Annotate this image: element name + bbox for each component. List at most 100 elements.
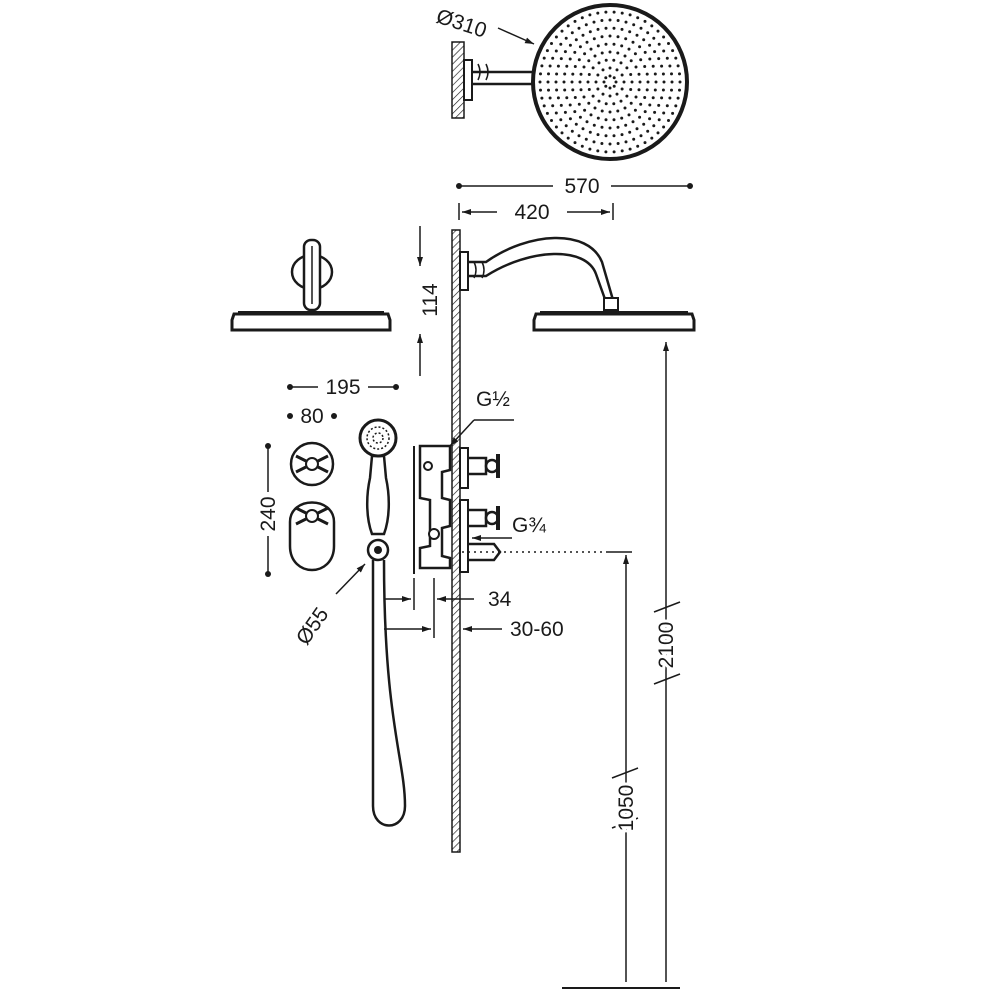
nozzle-dot [570, 129, 574, 133]
nozzle-dot [625, 66, 629, 70]
nozzle-dot [588, 147, 592, 151]
nozzle-dot [545, 111, 549, 115]
nozzle-dot [596, 149, 600, 153]
overall-height-label: 2100 [655, 622, 678, 669]
top-wall-hatch [451, 41, 465, 119]
nozzle-dot [559, 118, 563, 122]
nozzle-dot [604, 42, 608, 46]
nozzle-dot [563, 50, 567, 54]
nozzle-dot [597, 61, 601, 65]
nozzle-dot [584, 137, 588, 141]
spout-spacing-label: 195 [325, 376, 360, 399]
nozzle-dot [619, 61, 623, 65]
diverter-spout [468, 542, 502, 562]
nozzle-dot [555, 88, 559, 92]
nozzle-dot [646, 80, 650, 84]
top-wall-flange [463, 59, 473, 101]
nozzle-dot [619, 99, 623, 103]
nozzle-dot [632, 137, 636, 141]
wall-arm [459, 236, 619, 311]
nozzle-dot [573, 50, 577, 54]
nozzle-dot [628, 13, 632, 17]
arm-projection-label: 420 [514, 201, 549, 224]
nozzle-dot [540, 64, 544, 68]
nozzle-dot [638, 80, 642, 84]
nozzle-dot [554, 35, 558, 39]
nozzle-dot [615, 92, 619, 96]
nozzle-dot [620, 116, 624, 120]
nozzle-dot [625, 94, 629, 98]
nozzle-dot [639, 58, 643, 62]
nozzle-dot [623, 54, 627, 58]
nozzle-dot [542, 56, 546, 60]
nozzle-dot [573, 19, 577, 23]
nozzle-dot [612, 76, 616, 80]
nozzle-dot [596, 73, 600, 77]
nozzle-dot [596, 87, 600, 91]
nozzle-dot [616, 35, 620, 39]
nozzle-dot [562, 80, 566, 84]
nozzle-dot [556, 64, 560, 68]
nozzle-dot [565, 64, 569, 68]
nozzle-dot [657, 118, 661, 122]
nozzle-dot [608, 66, 612, 70]
nozzle-dot [624, 123, 628, 127]
nozzle-dot [622, 80, 626, 84]
nozzle-dot [667, 119, 670, 122]
nozzle-dot [660, 96, 664, 100]
nozzle-dot [577, 26, 581, 30]
nozzle-dot [547, 88, 550, 92]
nozzle-dot [587, 73, 591, 76]
nozzle-dot [678, 72, 681, 76]
shower-head-top-view: Ø310 [433, 3, 689, 161]
nozzle-dot [601, 92, 605, 96]
nozzle-dot [571, 88, 575, 92]
nozzle-dot [667, 42, 670, 45]
nozzle-dot [546, 80, 550, 84]
mixer-height-label: 1050 [615, 785, 638, 832]
nozzle-dot [616, 109, 620, 113]
nozzle-dot [628, 30, 632, 34]
nozzle-dot [539, 72, 542, 76]
nozzle-dot [665, 56, 669, 60]
nozzle-dot [602, 80, 606, 84]
nozzle-dot [604, 150, 608, 154]
nozzle-dot [579, 72, 583, 76]
nozzle-dot [642, 122, 646, 126]
nozzle-dot [573, 96, 577, 99]
nozzle-dot [639, 26, 643, 30]
nozzle-dot [587, 88, 591, 91]
nozzle-dot [583, 108, 587, 112]
nozzle-dot [612, 26, 616, 30]
nozzle-dot [629, 73, 633, 76]
nozzle-dot [620, 27, 624, 31]
nozzle-dot [676, 96, 680, 100]
nozzle-dot [604, 58, 608, 62]
nozzle-dot [645, 88, 649, 92]
nozzle-dot [604, 102, 608, 106]
nozzle-dot [581, 33, 585, 37]
nozzle-dot [645, 72, 649, 76]
nozzle-dot [615, 68, 619, 72]
nozzle-dot [570, 31, 574, 35]
nozzle-dot [560, 29, 564, 33]
nozzle-dot [588, 30, 592, 34]
nozzle-dot [665, 104, 669, 108]
nozzle-dot [656, 131, 660, 135]
nozzle-dot [623, 106, 627, 110]
nozzle-dot [628, 130, 632, 134]
nozzle-dot [573, 110, 577, 114]
height-dimensions: 1050 2100 [462, 342, 681, 989]
nozzle-dot [570, 80, 574, 84]
nozzle-dot [616, 51, 620, 55]
lower-handle-plate [288, 501, 336, 572]
nozzle-dot [568, 117, 572, 121]
nozzle-dot [592, 123, 596, 127]
mixer-width-dimensions: 195 80 [287, 376, 399, 428]
nozzle-dot [591, 94, 595, 98]
nozzle-dot [620, 44, 624, 48]
nozzle-dot [671, 49, 675, 53]
nozzle-dot [608, 50, 612, 54]
nozzle-dot [578, 80, 582, 84]
